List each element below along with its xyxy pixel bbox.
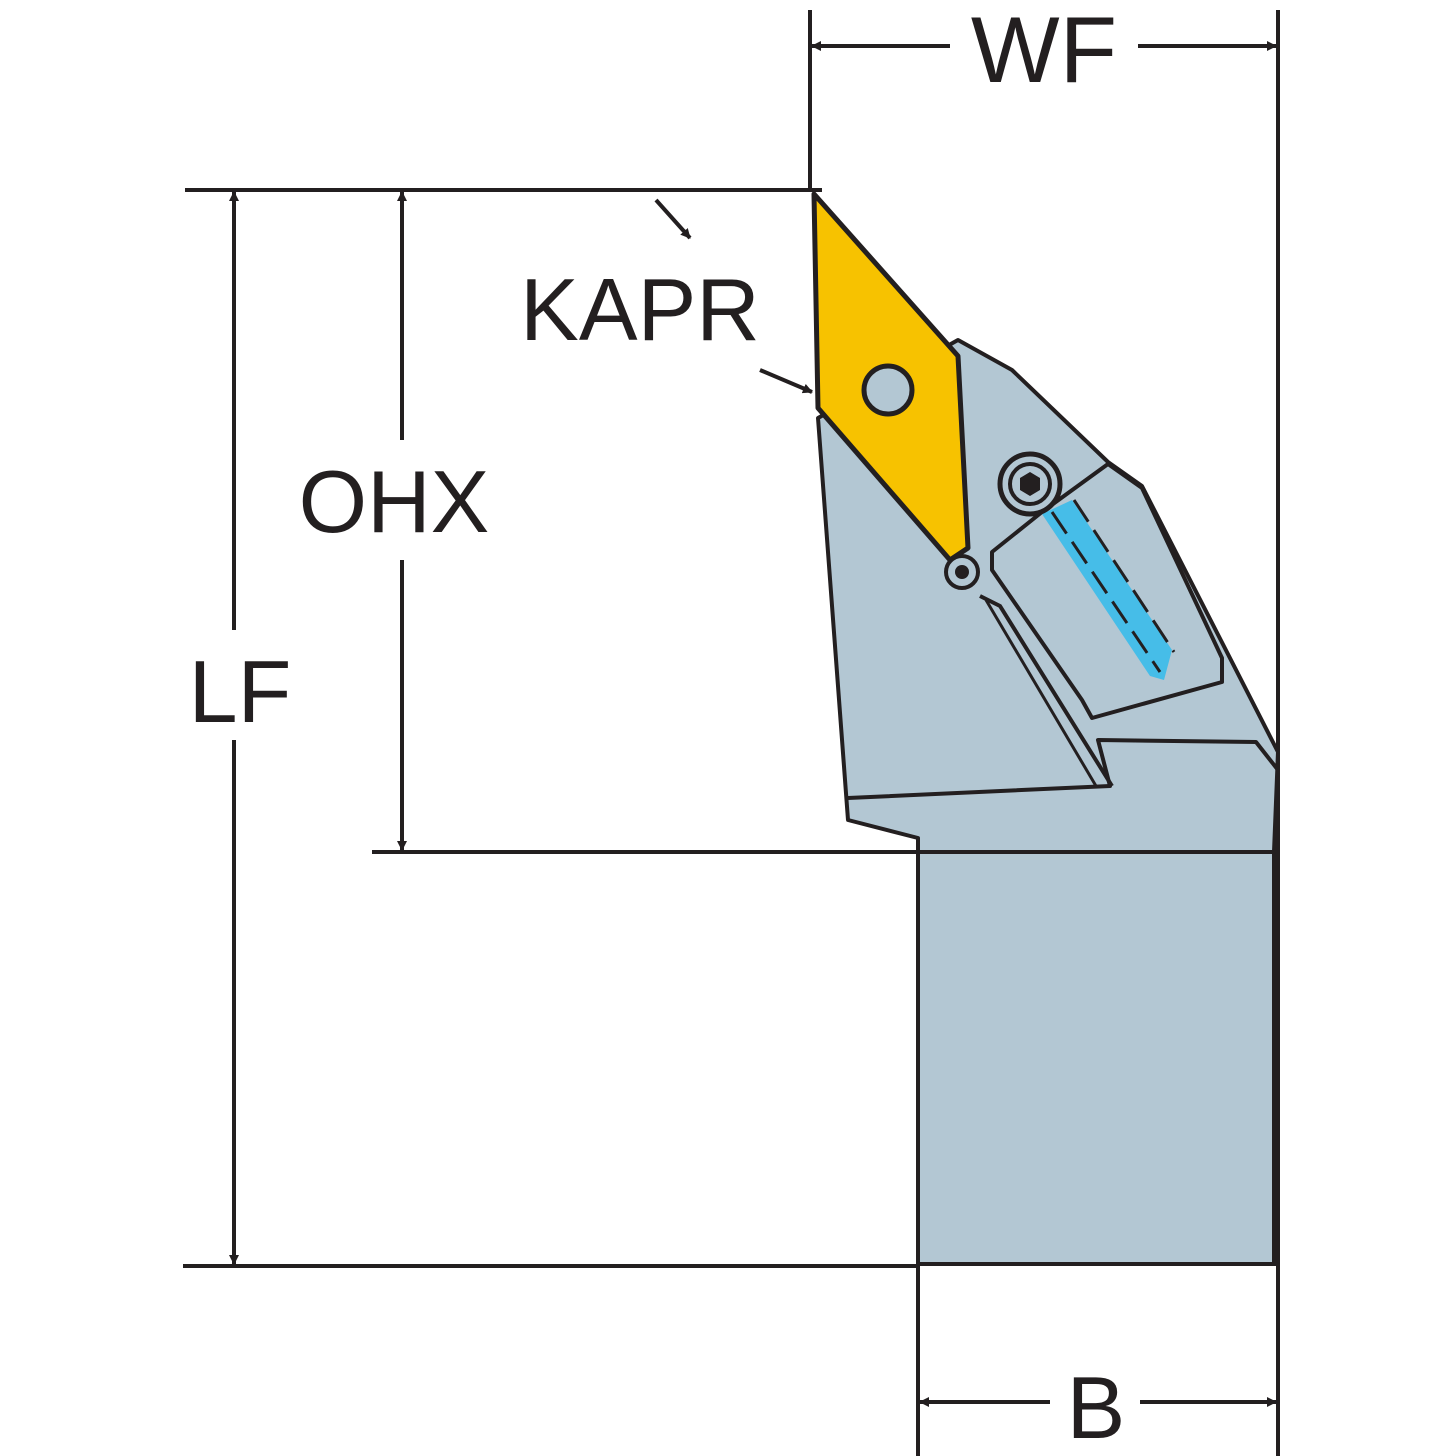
kapr-arrow-lower bbox=[759, 368, 813, 394]
extension-lines bbox=[183, 10, 1280, 1456]
insert-seat-screw-icon bbox=[944, 554, 980, 590]
dimension-lines bbox=[229, 41, 1277, 1407]
hex-socket-screw-icon bbox=[997, 451, 1063, 517]
coolant-channel-dash-2 bbox=[1072, 499, 1176, 653]
holder-shank bbox=[916, 850, 1276, 1266]
label-wf: WF bbox=[971, 0, 1117, 102]
dimension-labels: WF KAPR OHX LF B bbox=[189, 0, 1126, 1456]
holder-ramp bbox=[979, 594, 1114, 788]
cutting-insert bbox=[811, 191, 971, 563]
holder-ramp-inner bbox=[984, 599, 1098, 787]
label-lf: LF bbox=[189, 642, 292, 741]
insert-hole bbox=[861, 363, 915, 417]
label-ohx: OHX bbox=[299, 452, 490, 551]
kapr-arrow-upper bbox=[654, 198, 692, 240]
label-b: B bbox=[1067, 1358, 1126, 1456]
clamp-block bbox=[990, 462, 1224, 720]
label-kapr: KAPR bbox=[520, 260, 760, 359]
coolant-channel-dash-1 bbox=[1050, 511, 1162, 673]
holder-step-line bbox=[847, 738, 1280, 800]
